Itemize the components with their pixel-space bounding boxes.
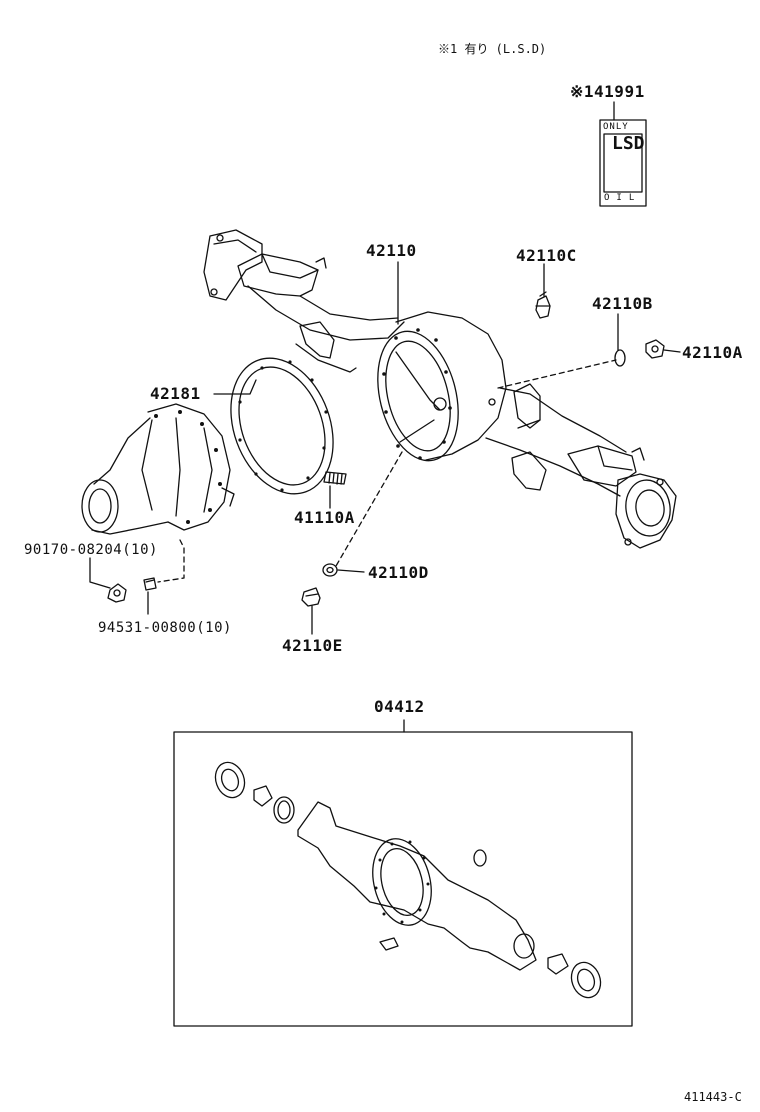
gasket — [230, 357, 334, 495]
lsd-badge-letters: LSD — [612, 133, 645, 154]
part-label-42181[interactable]: 42181 — [150, 384, 201, 403]
kit-box — [173, 731, 633, 1027]
figure-code: 411443-C — [684, 1090, 742, 1104]
breather-plug — [535, 291, 551, 319]
part-label-141991[interactable]: ※141991 — [570, 82, 645, 101]
washer-d — [322, 563, 338, 577]
part-label-42110c[interactable]: 42110C — [516, 246, 577, 265]
lsd-oil-badge — [599, 119, 647, 207]
lsd-note: ※1 有り (L.S.D) — [438, 42, 547, 56]
differential-carrier — [81, 403, 235, 535]
axle-housing — [203, 229, 677, 549]
part-label-04412[interactable]: 04412 — [374, 697, 425, 716]
part-label-94531[interactable]: 94531-00800(10) — [98, 620, 232, 636]
part-label-42110a[interactable]: 42110A — [682, 343, 743, 362]
washer-b — [614, 349, 626, 367]
plug-e — [301, 587, 321, 607]
lsd-badge-bottom: OIL — [604, 193, 642, 203]
part-label-42110b[interactable]: 42110B — [592, 294, 653, 313]
part-label-42110e[interactable]: 42110E — [282, 636, 343, 655]
part-label-42110[interactable]: 42110 — [366, 241, 417, 260]
part-label-41110a[interactable]: 41110A — [294, 508, 355, 527]
stud-bolt — [323, 471, 347, 485]
dashed-leaders — [157, 359, 617, 583]
leader-lines — [89, 101, 681, 733]
part-label-90170[interactable]: 90170-08204(10) — [24, 542, 158, 558]
drain-plug-a — [645, 339, 665, 359]
lsd-badge-top: ONLY — [603, 122, 629, 132]
part-label-42110d[interactable]: 42110D — [368, 563, 429, 582]
nut-and-washer — [107, 577, 157, 603]
